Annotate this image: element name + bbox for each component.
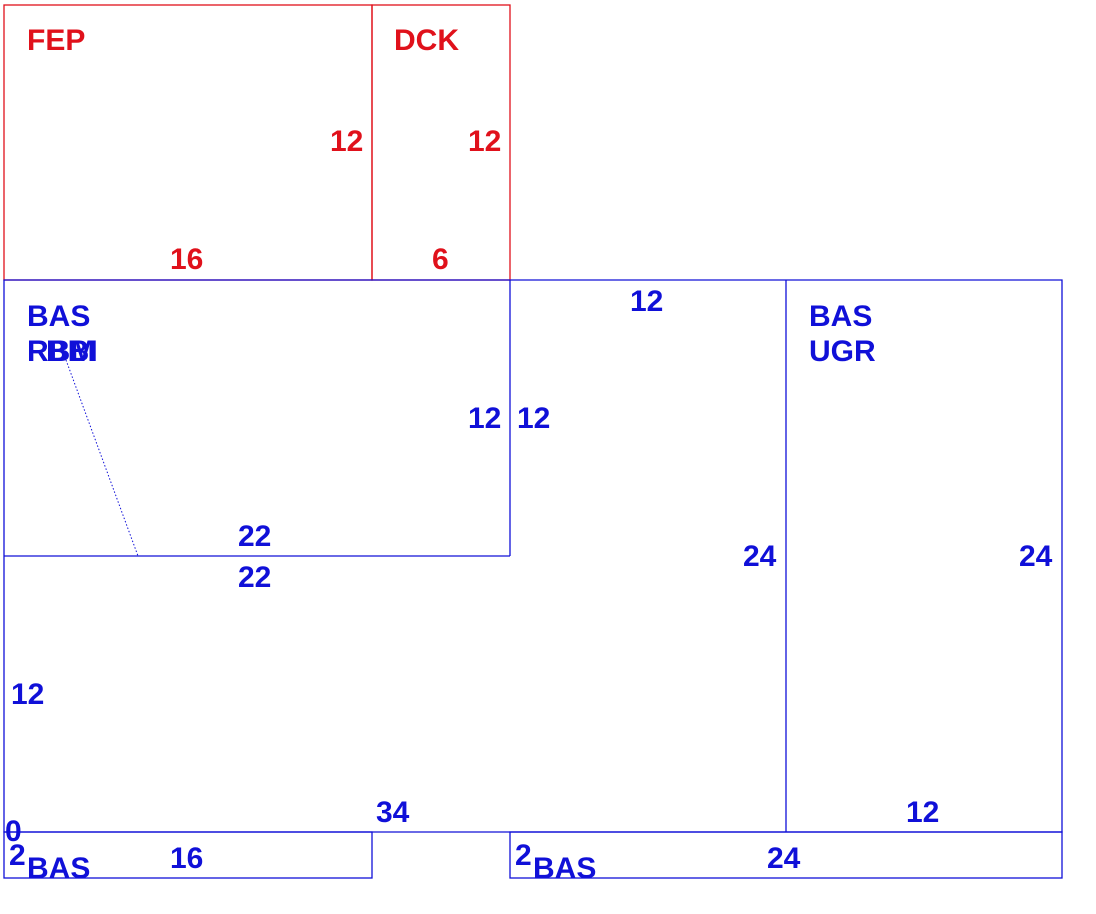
rbm-code: RBM <box>27 335 95 368</box>
ugr-right-dimension: 24 <box>1019 540 1053 573</box>
fep-area-code: FEP <box>27 24 85 57</box>
right-strip-height: 2 <box>515 839 532 872</box>
middle-left-dimension: 12 <box>517 402 550 435</box>
ugr-bottom-dimension: 12 <box>906 796 939 829</box>
bas-main-code: BAS <box>27 300 90 333</box>
left-strip-outline[interactable] <box>3 831 373 879</box>
middle-top-dimension: 12 <box>630 285 663 318</box>
bbi-code: BBI <box>46 335 98 368</box>
dck-area-code: DCK <box>394 24 459 57</box>
label-leader-line <box>65 359 139 557</box>
upper-room-bottom-dimension: 22 <box>238 520 271 553</box>
right-strip-outline[interactable] <box>509 831 1063 879</box>
ugr-bas-code: BAS <box>809 300 872 333</box>
right-strip-length: 24 <box>767 842 801 875</box>
dck-base-dimension: 6 <box>432 243 449 276</box>
lower-room-top-dimension: 22 <box>238 561 271 594</box>
ugr-code: UGR <box>809 335 876 368</box>
lower-left-side-dimension: 12 <box>11 678 44 711</box>
fep-side-dimension: 12 <box>330 125 363 158</box>
left-strip-code: BAS <box>27 852 90 885</box>
dck-side-dimension: 12 <box>468 125 501 158</box>
fep-base-dimension: 16 <box>170 243 203 276</box>
bottom-total-dimension: 34 <box>376 796 410 829</box>
left-strip-zero: 0 <box>5 815 22 848</box>
left-strip-height: 2 <box>9 839 26 872</box>
middle-right-dimension: 24 <box>743 540 777 573</box>
right-strip-code: BAS <box>533 852 596 885</box>
left-strip-length: 16 <box>170 842 203 875</box>
upper-room-right-dimension: 12 <box>468 402 501 435</box>
